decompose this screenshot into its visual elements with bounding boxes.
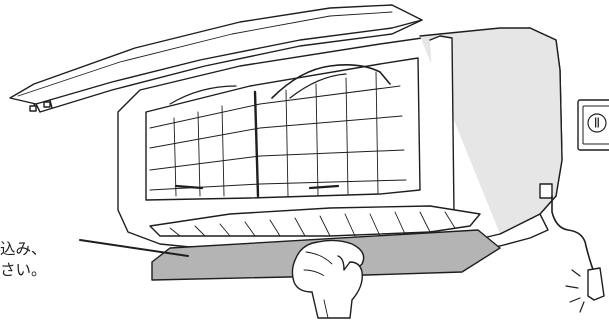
wall-outlet-icon: Ⅱ bbox=[578, 100, 609, 150]
annotation-line-2: さい。 bbox=[0, 258, 47, 282]
power-cord bbox=[552, 196, 604, 312]
power-plug-icon bbox=[588, 268, 604, 300]
hand-with-cloth bbox=[292, 240, 363, 318]
outlet-symbol: Ⅱ bbox=[594, 117, 600, 132]
